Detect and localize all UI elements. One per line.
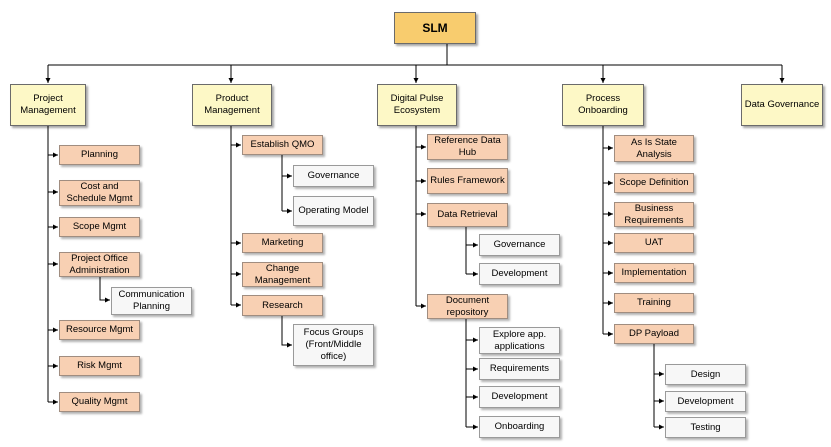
- node-operating-model: Operating Model: [293, 196, 374, 226]
- node-data-governance: Data Governance: [741, 84, 823, 126]
- node-governance: Governance: [293, 165, 374, 187]
- node-document-repository: Document repository: [427, 294, 508, 319]
- node-focus-groups: Focus Groups (Front/Middle office): [293, 324, 374, 366]
- node-doc-development: Development: [479, 386, 560, 408]
- node-digital-pulse-ecosystem: Digital Pulse Ecosystem: [377, 84, 457, 126]
- node-project-management: Project Management: [10, 84, 86, 126]
- node-business-requirements: Business Requirements: [614, 202, 694, 227]
- node-explore-app: Explore app. applications: [479, 327, 560, 354]
- node-quality-mgmt: Quality Mgmt: [59, 392, 140, 412]
- node-research: Research: [242, 295, 323, 316]
- node-risk-mgmt: Risk Mgmt: [59, 356, 140, 376]
- node-reference-data-hub: Reference Data Hub: [427, 134, 508, 160]
- node-as-is-state-analysis: As Is State Analysis: [614, 135, 694, 162]
- node-project-office: Project Office Administration: [59, 252, 140, 277]
- node-dr-governance: Governance: [479, 234, 560, 256]
- node-communication-planning: Communication Planning: [111, 287, 192, 315]
- node-resource-mgmt: Resource Mgmt: [59, 320, 140, 340]
- node-dp-payload: DP Payload: [614, 324, 694, 344]
- node-testing: Testing: [665, 417, 746, 438]
- node-uat: UAT: [614, 233, 694, 253]
- node-cost-schedule: Cost and Schedule Mgmt: [59, 180, 140, 206]
- node-training: Training: [614, 293, 694, 313]
- node-implementation: Implementation: [614, 263, 694, 283]
- node-product-management: Product Management: [192, 84, 272, 126]
- node-process-onboarding: Process Onboarding: [562, 84, 644, 126]
- node-development: Development: [665, 391, 746, 412]
- node-onboarding: Onboarding: [479, 416, 560, 438]
- node-rules-framework: Rules Framework: [427, 168, 508, 194]
- root-node: SLM: [394, 12, 476, 44]
- node-scope-mgmt: Scope Mgmt: [59, 217, 140, 237]
- node-data-retrieval: Data Retrieval: [427, 203, 508, 227]
- node-change-management: Change Management: [242, 262, 323, 287]
- node-dr-development: Development: [479, 263, 560, 285]
- node-requirements: Requirements: [479, 358, 560, 380]
- node-scope-definition: Scope Definition: [614, 173, 694, 193]
- node-design: Design: [665, 364, 746, 385]
- node-planning: Planning: [59, 145, 140, 165]
- node-marketing: Marketing: [242, 233, 323, 253]
- node-establish-qmo: Establish QMO: [242, 135, 323, 155]
